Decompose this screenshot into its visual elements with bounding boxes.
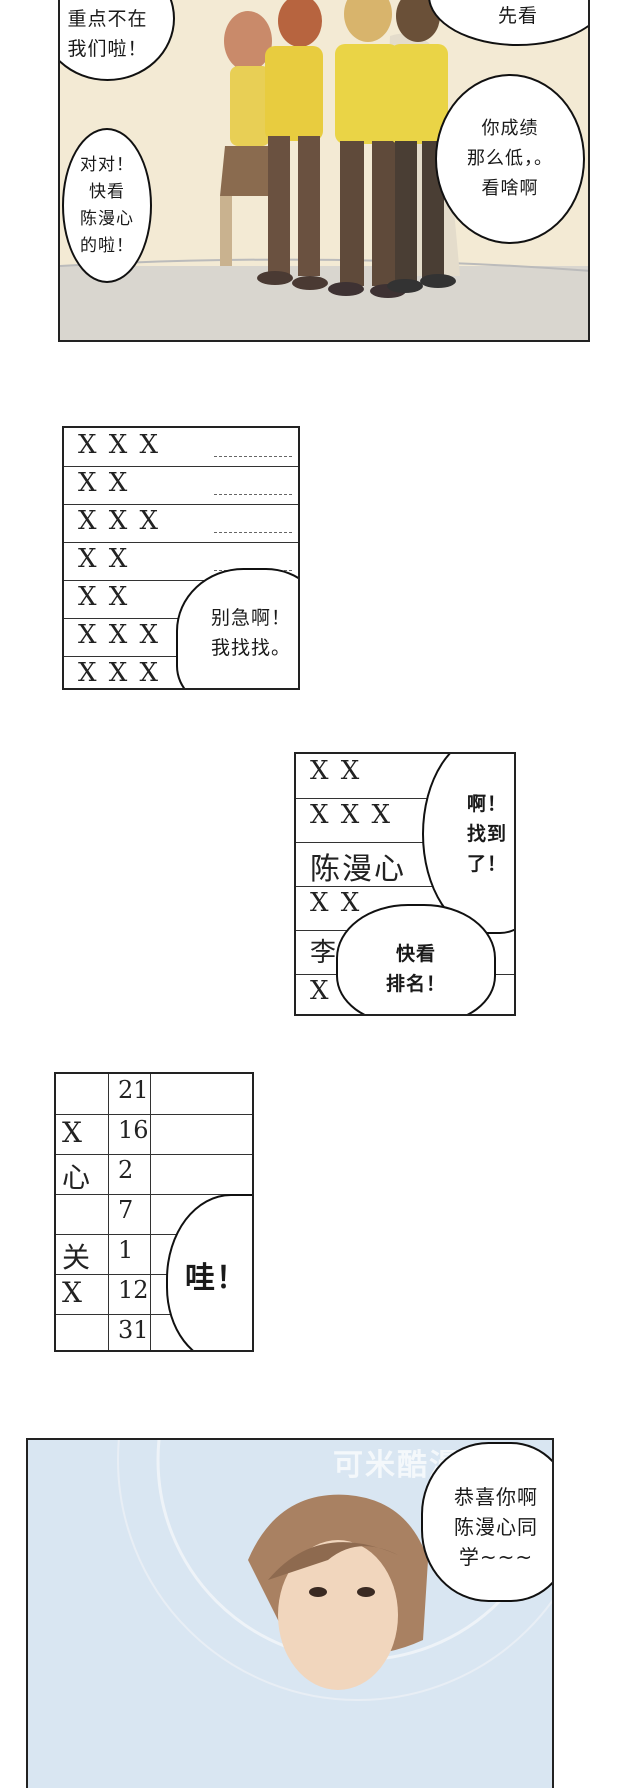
list-row: X bbox=[296, 974, 514, 1014]
panel-congrats: 可米酷漫画 恭喜你啊 陈漫心同 学~~~ bbox=[26, 1438, 554, 1788]
list-row: X X X bbox=[296, 798, 514, 843]
speech-bubble-look-rank: 快看 排名！ bbox=[336, 904, 496, 1014]
rank-row: 21 bbox=[56, 1074, 252, 1115]
list-row: X X X bbox=[64, 504, 298, 543]
speech-bubble-found: 啊！ 找到 了！ bbox=[422, 754, 514, 934]
list-row: X X bbox=[64, 466, 298, 505]
panel-found-name: X X X X X 陈漫心 X X 李 X 啊！ 找到 了！ 快看 排名！ bbox=[294, 752, 516, 1016]
speech-bubble-left: 对对！ 快看 陈漫心 的啦！ bbox=[62, 128, 152, 283]
speech-bubble-top-right: 先看 bbox=[428, 0, 588, 46]
list-row-highlighted: 陈漫心 bbox=[296, 842, 514, 887]
panel-name-list-search: X X X X X X X X X X X X X X X X X X 别急啊！… bbox=[62, 426, 300, 690]
rank-row: 31 bbox=[118, 1316, 149, 1344]
list-row: X X bbox=[296, 754, 514, 799]
speech-bubble-wow: 哇！ bbox=[166, 1194, 252, 1350]
rank-row: 7 bbox=[56, 1194, 252, 1235]
speech-bubble-wait: 别急啊！ 我找找。 bbox=[176, 568, 298, 688]
list-row: X X X bbox=[64, 428, 298, 467]
speech-bubble-right: 你成绩 那么低，。 看啥啊 bbox=[435, 74, 585, 244]
speech-bubble-congrats: 恭喜你啊 陈漫心同 学~~~ bbox=[421, 1442, 552, 1602]
panel-students-at-board: 重点不在 我们啦！ 先看 对对！ 快看 陈漫心 的啦！ 你成绩 那么低，。 看啥… bbox=[58, 0, 590, 342]
boy-portrait bbox=[117, 1440, 552, 1701]
